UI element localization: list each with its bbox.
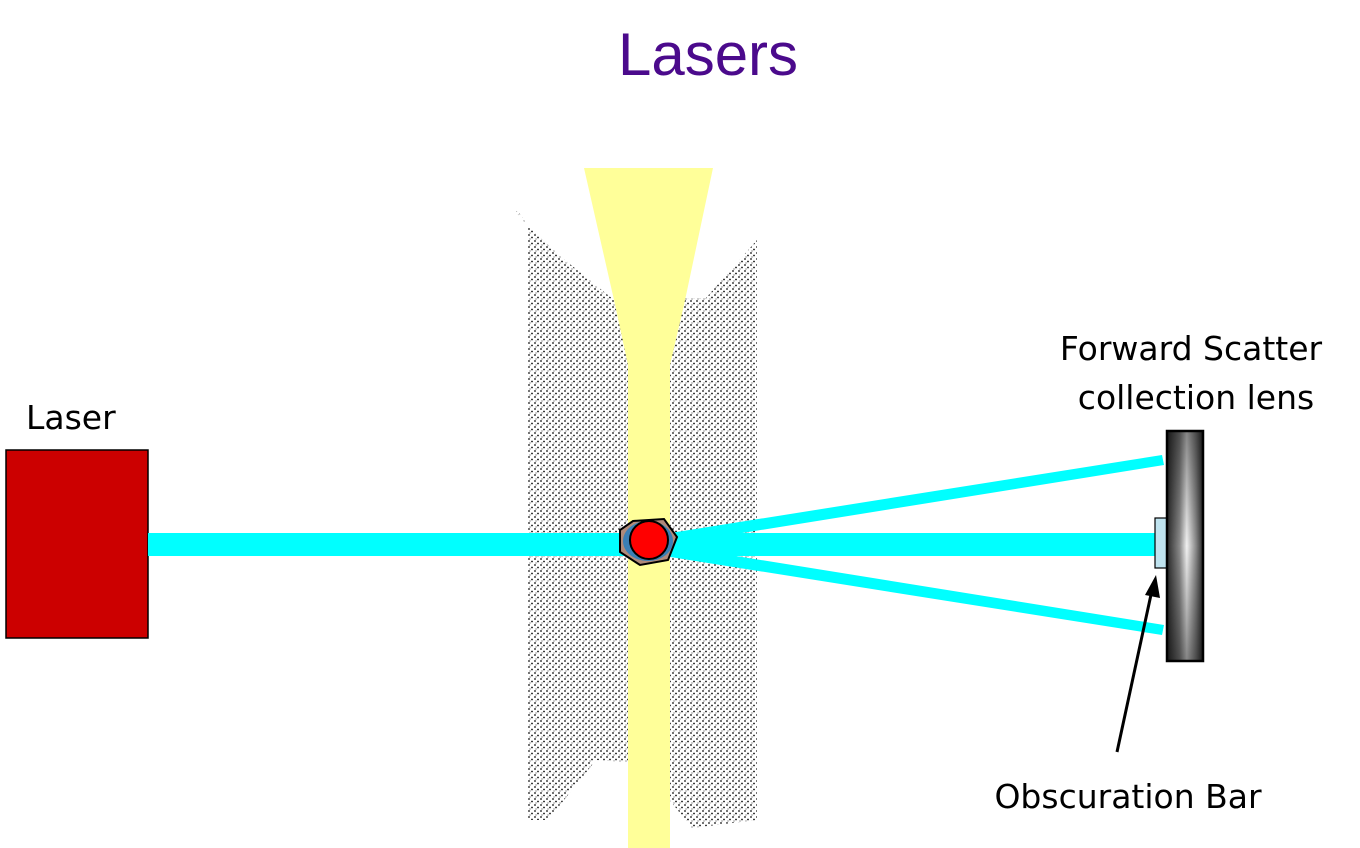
scatter-ray-upper [664,455,1164,545]
particle-core [629,520,669,560]
laser-label: Laser [26,398,116,437]
obscuration-arrow-head [1145,575,1160,598]
obscuration-arrow-shaft [1115,589,1154,753]
forward-beam [668,533,1160,556]
scatter-ray-lower [664,545,1164,635]
page-title: Lasers [618,21,798,88]
fsc-collection-lens-shade [1167,431,1203,661]
fsc-lens-label-line1: Forward Scatter [1060,329,1323,368]
sheath-stream [584,168,713,848]
obscuration-bar-label: Obscuration Bar [994,777,1262,816]
laser-box [5,449,149,639]
laser-beam [148,533,628,556]
fsc-lens-label-line2: collection lens [1078,378,1314,417]
